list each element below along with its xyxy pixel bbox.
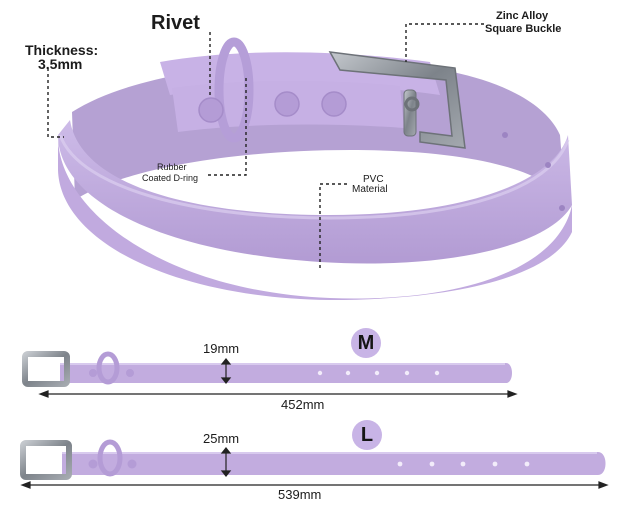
buckle-label-line2: Square Buckle bbox=[485, 23, 562, 35]
dring-label-line2: Coated D-ring bbox=[142, 173, 199, 183]
size-badge-m: M bbox=[351, 328, 381, 358]
rivet-label: Rivet bbox=[151, 12, 200, 34]
material-label-line1: PVC bbox=[363, 174, 384, 185]
thickness-value: 3.5mm bbox=[38, 56, 83, 72]
size-badge-l: L bbox=[352, 420, 382, 450]
width-label-m: 19mm bbox=[203, 341, 240, 356]
strap-l bbox=[20, 439, 606, 480]
callout-lines bbox=[47, 23, 484, 268]
square-buckle-icon bbox=[328, 51, 466, 149]
length-label-l: 539mm bbox=[278, 487, 322, 502]
buckle-label-line1: Zinc Alloy bbox=[496, 10, 549, 22]
length-label-m: 452mm bbox=[281, 397, 325, 412]
dimension-lines-l bbox=[20, 447, 609, 489]
dring-label-line1: Rubber bbox=[157, 162, 187, 172]
material-label-line2: Material bbox=[352, 184, 388, 195]
thickness-label: Thickness: bbox=[25, 42, 99, 58]
collar-loop bbox=[58, 37, 572, 300]
dimension-lines-m bbox=[38, 358, 518, 398]
rivet-icon bbox=[198, 91, 347, 123]
width-label-l: 25mm bbox=[203, 431, 240, 446]
strap-m bbox=[22, 351, 512, 387]
